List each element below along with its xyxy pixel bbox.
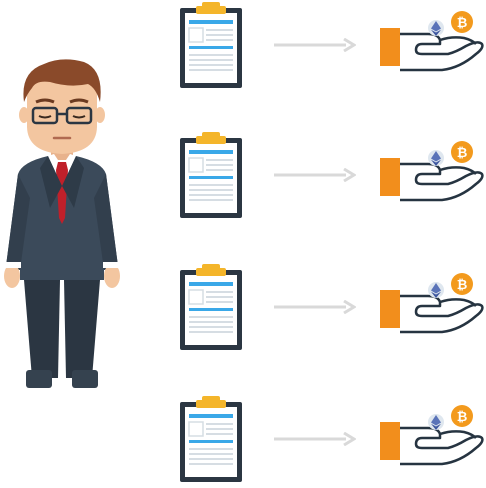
- payout-row: ₿: [170, 262, 486, 356]
- hand-with-crypto-icon: ₿: [378, 272, 486, 338]
- svg-text:₿: ₿: [457, 278, 468, 293]
- payout-row: ₿: [170, 394, 486, 488]
- right-arrow-icon: [274, 300, 356, 314]
- right-arrow-icon: [274, 432, 356, 446]
- clipboard-icon: [178, 394, 244, 484]
- hand-with-crypto-icon: ₿: [378, 10, 486, 76]
- right-arrow-icon: [274, 168, 356, 182]
- clipboard-icon: [178, 262, 244, 352]
- businessman-icon: [4, 59, 120, 388]
- clipboard-icon: [178, 0, 244, 90]
- svg-text:₿: ₿: [457, 410, 468, 425]
- clipboard-icon: [178, 130, 244, 220]
- hand-with-crypto-icon: ₿: [378, 404, 486, 470]
- svg-text:₿: ₿: [457, 146, 468, 161]
- svg-text:₿: ₿: [457, 16, 468, 31]
- hand-with-crypto-icon: ₿: [378, 140, 486, 206]
- payout-row: ₿: [170, 130, 486, 224]
- right-arrow-icon: [274, 38, 356, 52]
- payout-row: ₿: [170, 0, 486, 94]
- businessman-figure: [0, 58, 126, 392]
